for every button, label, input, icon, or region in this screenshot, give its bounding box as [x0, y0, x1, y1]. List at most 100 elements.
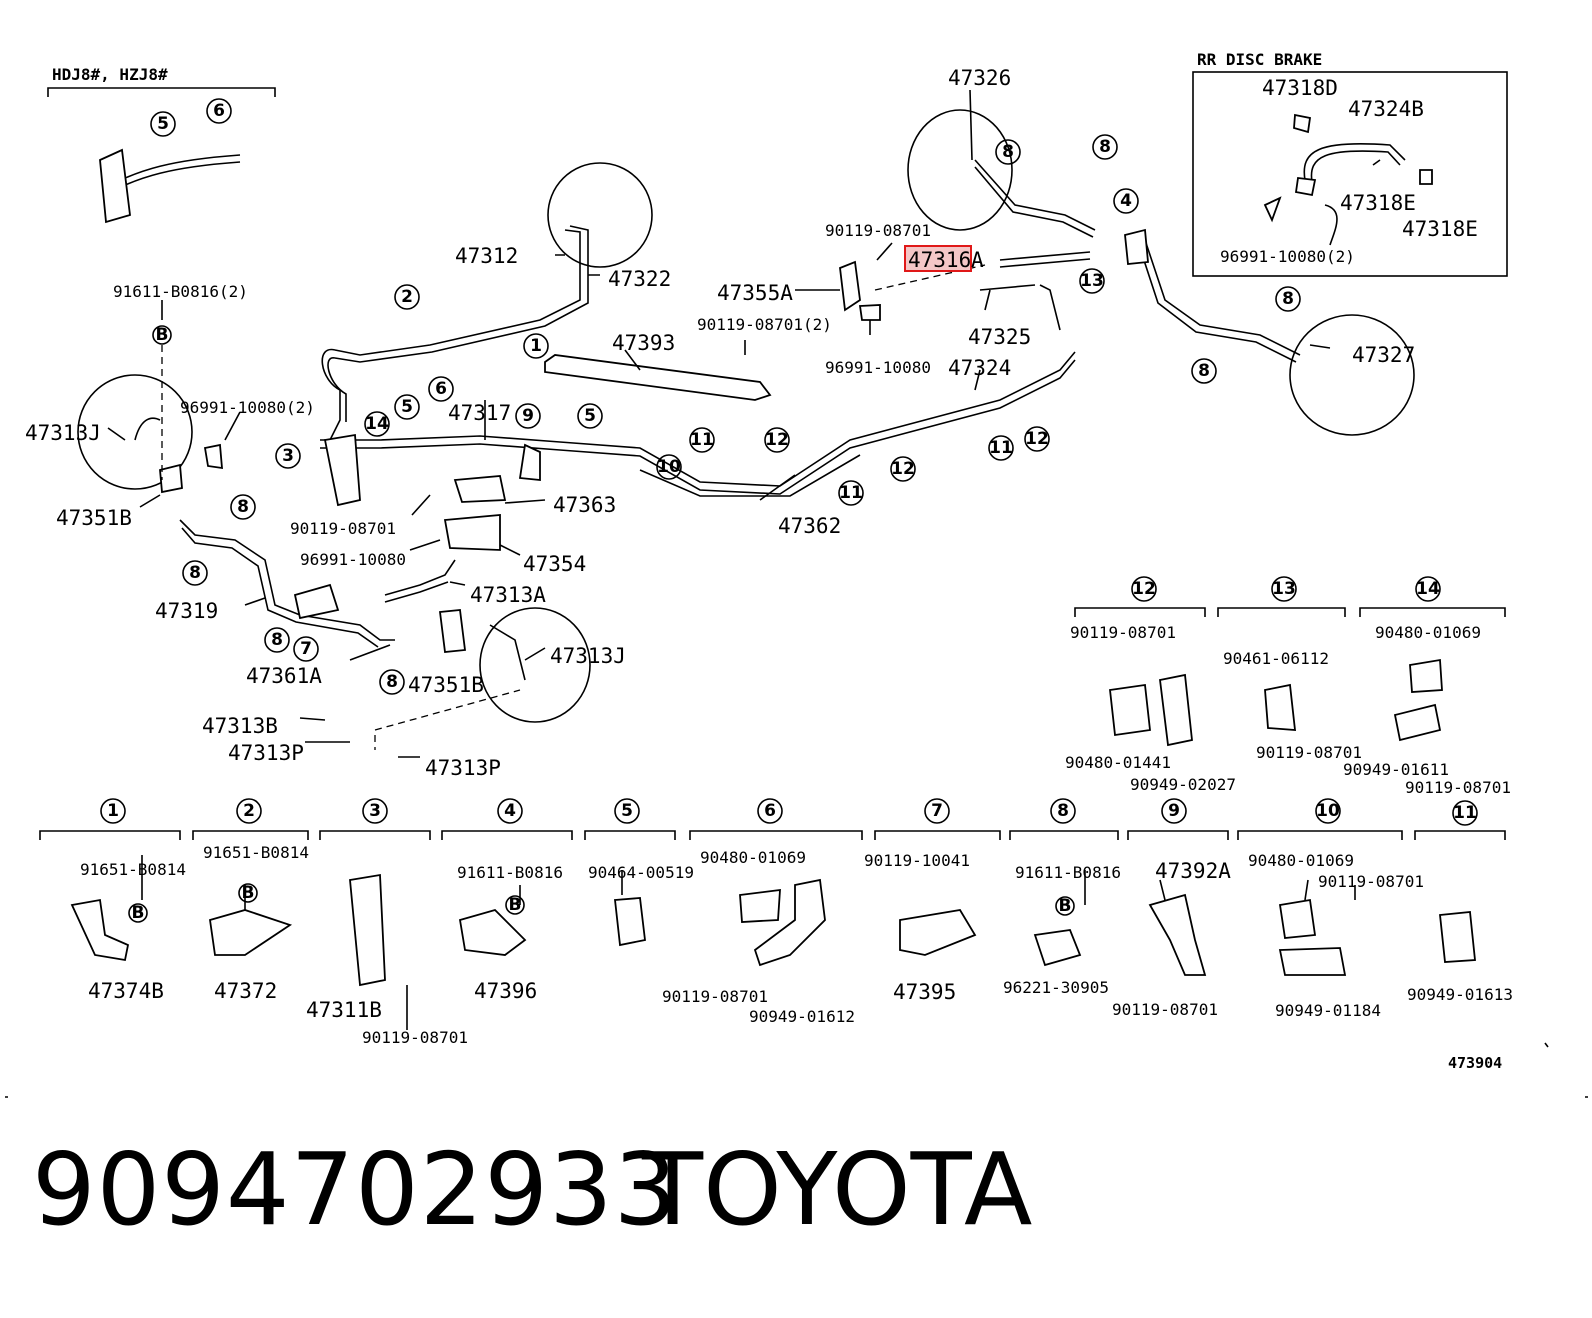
detail-label[interactable]: 90480-01069 [1248, 851, 1354, 870]
highlighted-part-callout[interactable]: 47316 A [904, 245, 984, 272]
part-label[interactable]: 47318D [1262, 76, 1338, 100]
part-label[interactable]: 47317 [448, 401, 511, 425]
hardware-label[interactable]: 90119-08701 [825, 221, 931, 240]
detail-label[interactable]: 90119-08701 [1318, 872, 1424, 891]
callout[interactable]: 8 [1092, 134, 1118, 160]
callout[interactable]: 8 [182, 560, 208, 586]
hardware-label[interactable]: 96991-10080 [825, 358, 931, 377]
callout[interactable]: 11 [988, 435, 1014, 461]
detail-label[interactable]: 47395 [893, 980, 956, 1004]
callout[interactable]: 1 [523, 333, 549, 359]
detail-label[interactable]: 91651-B0814 [203, 843, 309, 862]
detail-label[interactable]: 91611-B0816 [1015, 863, 1121, 882]
callout[interactable]: 5 [150, 111, 176, 137]
detail-label[interactable]: 91611-B0816 [457, 863, 563, 882]
hardware-label[interactable]: 91611-B0816(2) [113, 282, 248, 301]
callout[interactable]: 11 [689, 427, 715, 453]
detail-label[interactable]: 91651-B0814 [80, 860, 186, 879]
part-label[interactable]: 47324B [1348, 97, 1424, 121]
detail-header[interactable]: 11 [1452, 800, 1478, 826]
detail-header[interactable]: 14 [1415, 576, 1441, 602]
detail-label[interactable]: 96221-30905 [1003, 978, 1109, 997]
callout[interactable]: 8 [264, 627, 290, 653]
callout[interactable]: 8 [230, 494, 256, 520]
part-label[interactable]: 47325 [968, 325, 1031, 349]
detail-label[interactable]: 90119-08701 [1256, 743, 1362, 762]
detail-header[interactable]: 6 [757, 798, 783, 824]
callout[interactable]: 13 [1079, 268, 1105, 294]
part-label[interactable]: 47313J [25, 421, 101, 445]
part-label[interactable]: 47351B [408, 673, 484, 697]
callout[interactable]: 6 [206, 98, 232, 124]
detail-header[interactable]: 10 [1315, 798, 1341, 824]
detail-header[interactable]: 4 [497, 798, 523, 824]
detail-label[interactable]: 90119-08701 [662, 987, 768, 1006]
part-label[interactable]: 47313J [550, 644, 626, 668]
callout[interactable]: 11 [838, 480, 864, 506]
detail-label[interactable]: 90119-08701 [1405, 778, 1511, 797]
part-label[interactable]: 47313P [425, 756, 501, 780]
detail-header[interactable]: 13 [1271, 576, 1297, 602]
callout[interactable]: 14 [364, 411, 390, 437]
hardware-label[interactable]: 96991-10080(2) [180, 398, 315, 417]
detail-label[interactable]: 90480-01069 [700, 848, 806, 867]
detail-label[interactable]: 90480-01441 [1065, 753, 1171, 772]
part-label[interactable]: 47363 [553, 493, 616, 517]
callout[interactable]: 8 [995, 139, 1021, 165]
callout[interactable]: 4 [1113, 188, 1139, 214]
detail-label[interactable]: 47311B [306, 998, 382, 1022]
part-label[interactable]: 47327 [1352, 343, 1415, 367]
part-label[interactable]: 47393 [612, 331, 675, 355]
part-label[interactable]: 47354 [523, 552, 586, 576]
part-label[interactable]: 47313P [228, 741, 304, 765]
detail-header[interactable]: 2 [236, 798, 262, 824]
detail-label[interactable]: 90949-02027 [1130, 775, 1236, 794]
detail-label[interactable]: 90119-08701 [362, 1028, 468, 1047]
detail-label[interactable]: 90461-06112 [1223, 649, 1329, 668]
part-label[interactable]: 47351B [56, 506, 132, 530]
detail-header[interactable]: 3 [362, 798, 388, 824]
hardware-label[interactable]: 90119-08701 [290, 519, 396, 538]
part-label[interactable]: 47322 [608, 267, 671, 291]
part-label[interactable]: 47313B [202, 714, 278, 738]
detail-label[interactable]: 90480-01069 [1375, 623, 1481, 642]
callout[interactable]: 2 [394, 284, 420, 310]
part-label[interactable]: 47326 [948, 66, 1011, 90]
hardware-label[interactable]: 90119-08701(2) [697, 315, 832, 334]
detail-label[interactable]: 90949-01613 [1407, 985, 1513, 1004]
part-label[interactable]: 47312 [455, 244, 518, 268]
hardware-label[interactable]: 96991-10080 [300, 550, 406, 569]
detail-label[interactable]: 47392A [1155, 859, 1231, 883]
detail-label[interactable]: 90119-08701 [1112, 1000, 1218, 1019]
detail-header[interactable]: 9 [1161, 798, 1187, 824]
part-label[interactable]: 47318E [1340, 191, 1416, 215]
callout[interactable]: 10 [656, 454, 682, 480]
callout[interactable]: 3 [275, 443, 301, 469]
callout[interactable]: 5 [394, 394, 420, 420]
detail-label[interactable]: 90119-10041 [864, 851, 970, 870]
hardware-label[interactable]: 96991-10080(2) [1220, 247, 1355, 266]
part-label[interactable]: 47355A [717, 281, 793, 305]
callout[interactable]: 9 [515, 403, 541, 429]
callout[interactable]: 8 [1191, 358, 1217, 384]
detail-label[interactable]: 90119-08701 [1070, 623, 1176, 642]
callout[interactable]: 8 [379, 669, 405, 695]
detail-header[interactable]: 5 [614, 798, 640, 824]
callout[interactable]: 12 [890, 456, 916, 482]
part-label[interactable]: 47313A [470, 583, 546, 607]
callout[interactable]: 5 [577, 403, 603, 429]
detail-label[interactable]: 90464-00519 [588, 863, 694, 882]
detail-label[interactable]: 47374B [88, 979, 164, 1003]
part-label[interactable]: 47318E [1402, 217, 1478, 241]
part-label[interactable]: 47319 [155, 599, 218, 623]
detail-header[interactable]: 1 [100, 798, 126, 824]
detail-label[interactable]: 90949-01611 [1343, 760, 1449, 779]
detail-header[interactable]: 8 [1050, 798, 1076, 824]
callout[interactable]: 8 [1275, 286, 1301, 312]
detail-label[interactable]: 47396 [474, 979, 537, 1003]
detail-header[interactable]: 7 [924, 798, 950, 824]
part-label[interactable]: 47361A [246, 664, 322, 688]
detail-label[interactable]: 90949-01184 [1275, 1001, 1381, 1020]
callout[interactable]: 7 [293, 636, 319, 662]
detail-label[interactable]: 90949-01612 [749, 1007, 855, 1026]
